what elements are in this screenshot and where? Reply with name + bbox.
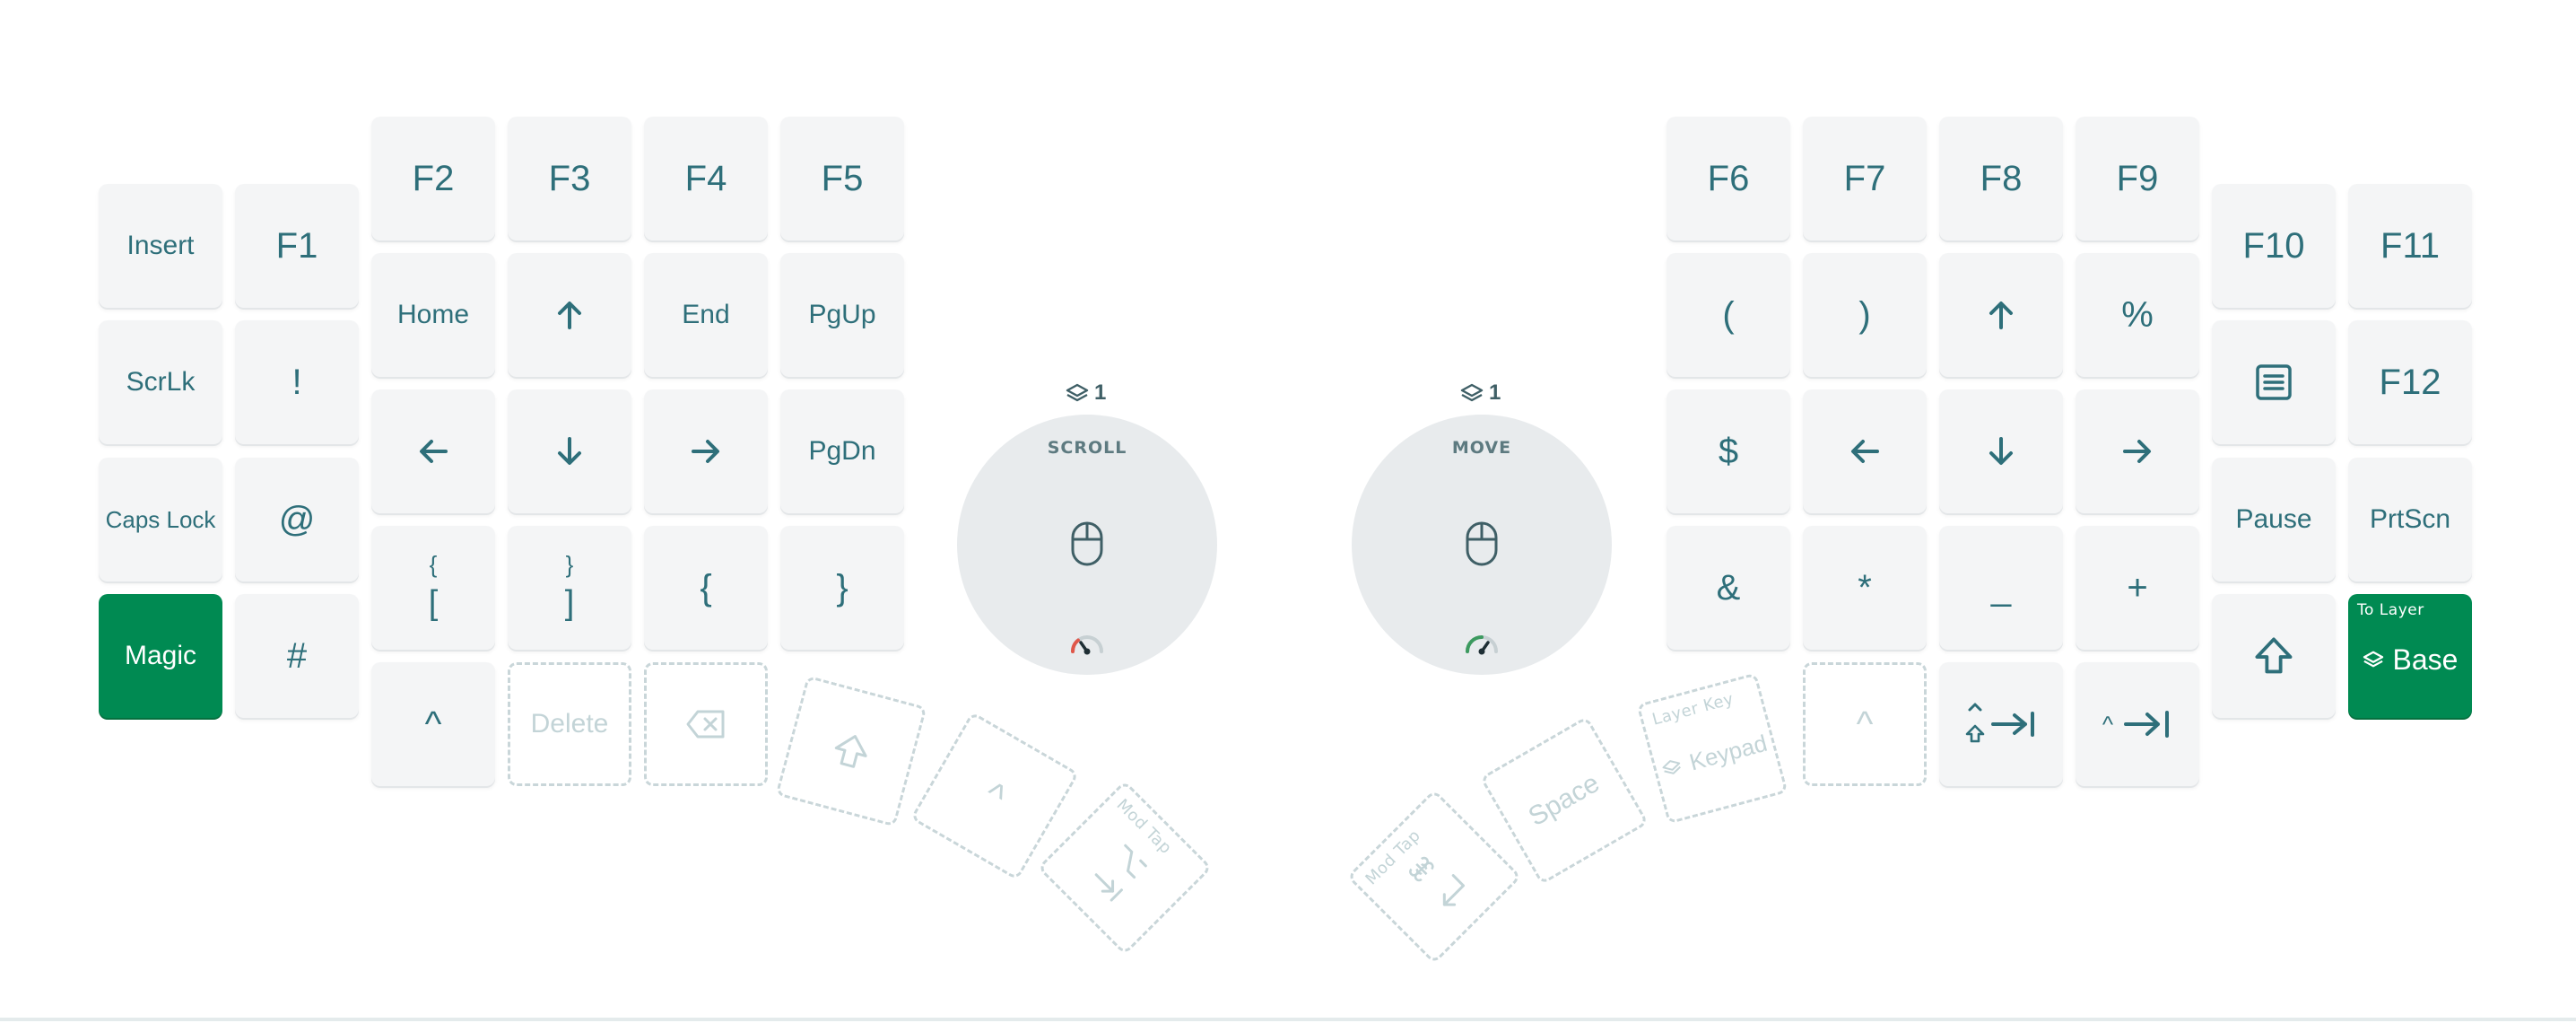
arrow-right-icon: [2123, 440, 2151, 463]
key-insert[interactable]: Insert: [99, 184, 222, 308]
arrow-left-icon: [1851, 440, 1879, 463]
key-plus[interactable]: +: [2076, 526, 2199, 650]
option-tab-icon: [1094, 844, 1147, 902]
key-up-arrow-r[interactable]: [1939, 253, 2063, 377]
thumb-key-shift[interactable]: [775, 675, 927, 827]
key-f5[interactable]: F5: [780, 117, 904, 240]
key-hash[interactable]: #: [235, 594, 359, 718]
command-enter-icon: [1409, 856, 1466, 906]
key-f1[interactable]: F1: [235, 184, 359, 308]
menu-icon: [2256, 364, 2292, 400]
key-page-down[interactable]: PgDn: [780, 389, 904, 513]
shift-icon: [2255, 637, 2293, 674]
mouse-icon: [1466, 521, 1498, 566]
key-down-arrow[interactable]: [508, 389, 631, 513]
shift-icon: [834, 735, 867, 768]
key-f9[interactable]: F9: [2076, 117, 2199, 240]
layers-icon: [1460, 383, 1484, 402]
arrow-up-icon: [558, 302, 581, 329]
key-f6[interactable]: F6: [1667, 117, 1790, 240]
bottom-divider: [0, 1018, 2576, 1021]
mouse-icon: [1071, 521, 1103, 566]
arrow-down-icon: [558, 437, 581, 465]
layers-icon: [1066, 383, 1089, 402]
key-page-up[interactable]: PgUp: [780, 253, 904, 377]
key-magic[interactable]: Magic: [99, 594, 222, 718]
key-left-arrow-r[interactable]: [1803, 389, 1927, 513]
backspace-icon: [686, 710, 725, 739]
layers-icon: [1662, 760, 1681, 774]
key-home[interactable]: Home: [371, 253, 495, 377]
key-down-arrow-r[interactable]: [1939, 389, 2063, 513]
key-at[interactable]: @: [235, 458, 359, 581]
key-scroll-lock[interactable]: ScrLk: [99, 320, 222, 444]
key-f2[interactable]: F2: [371, 117, 495, 240]
key-shift[interactable]: [2212, 594, 2336, 718]
encoder-left-scroll[interactable]: SCROLL: [957, 415, 1217, 675]
key-exclamation[interactable]: !: [235, 320, 359, 444]
arrow-right-icon: [692, 440, 719, 463]
thumb-key-mod-tap-enter[interactable]: Mod Tap: [1346, 789, 1522, 965]
thumb-key-layer-keypad[interactable]: Layer Key Keypad: [1636, 672, 1788, 825]
key-right-paren[interactable]: ): [1803, 253, 1927, 377]
key-f10[interactable]: F10: [2212, 184, 2336, 308]
key-pause[interactable]: Pause: [2212, 458, 2336, 581]
speed-gauge-icon: [1070, 635, 1103, 655]
key-caret[interactable]: ^: [371, 662, 495, 786]
key-right-brace[interactable]: }: [780, 526, 904, 650]
encoder-right-layer-indicator: 1: [1460, 380, 1501, 406]
key-f8[interactable]: F8: [1939, 117, 2063, 240]
encoder-right-move[interactable]: MOVE: [1352, 415, 1612, 675]
ctrl-shift-tab-icon: [1965, 703, 2034, 743]
key-dollar[interactable]: $: [1667, 389, 1790, 513]
key-ctrl-ghost[interactable]: ^: [1803, 662, 1927, 786]
key-ctrl-tab[interactable]: ^: [2076, 662, 2199, 786]
key-left-brace[interactable]: {: [644, 526, 768, 650]
encoder-left-layer-indicator: 1: [1066, 380, 1106, 406]
key-left-paren[interactable]: (: [1667, 253, 1790, 377]
key-ctrl-shift-tab[interactable]: [1939, 662, 2063, 786]
key-menu[interactable]: [2212, 320, 2336, 444]
arrow-left-icon: [420, 440, 448, 463]
layers-icon: [2363, 651, 2383, 668]
key-f12[interactable]: F12: [2348, 320, 2472, 444]
key-backspace[interactable]: [644, 662, 768, 786]
key-ampersand[interactable]: &: [1667, 526, 1790, 650]
thumb-key-mod-tap-tab[interactable]: Mod Tap: [1037, 780, 1213, 956]
key-left-bracket[interactable]: { [: [371, 526, 495, 650]
key-underscore[interactable]: _: [1939, 526, 2063, 650]
arrow-down-icon: [1989, 437, 2013, 465]
key-delete[interactable]: Delete: [508, 662, 631, 786]
key-f11[interactable]: F11: [2348, 184, 2472, 308]
key-right-arrow-r[interactable]: [2076, 389, 2199, 513]
key-end[interactable]: End: [644, 253, 768, 377]
key-print-screen[interactable]: PrtScn: [2348, 458, 2472, 581]
key-f4[interactable]: F4: [644, 117, 768, 240]
key-asterisk[interactable]: *: [1803, 526, 1927, 650]
key-caps-lock[interactable]: Caps Lock: [99, 458, 222, 581]
key-to-layer-base[interactable]: To Layer Base: [2348, 594, 2472, 718]
speed-gauge-icon: [1466, 635, 1498, 655]
key-up-arrow[interactable]: [508, 253, 631, 377]
key-f3[interactable]: F3: [508, 117, 631, 240]
key-left-arrow[interactable]: [371, 389, 495, 513]
key-right-arrow[interactable]: [644, 389, 768, 513]
key-right-bracket[interactable]: } ]: [508, 526, 631, 650]
tab-icon: [2124, 711, 2170, 738]
key-percent[interactable]: %: [2076, 253, 2199, 377]
key-f7[interactable]: F7: [1803, 117, 1927, 240]
arrow-up-icon: [1989, 302, 2013, 329]
